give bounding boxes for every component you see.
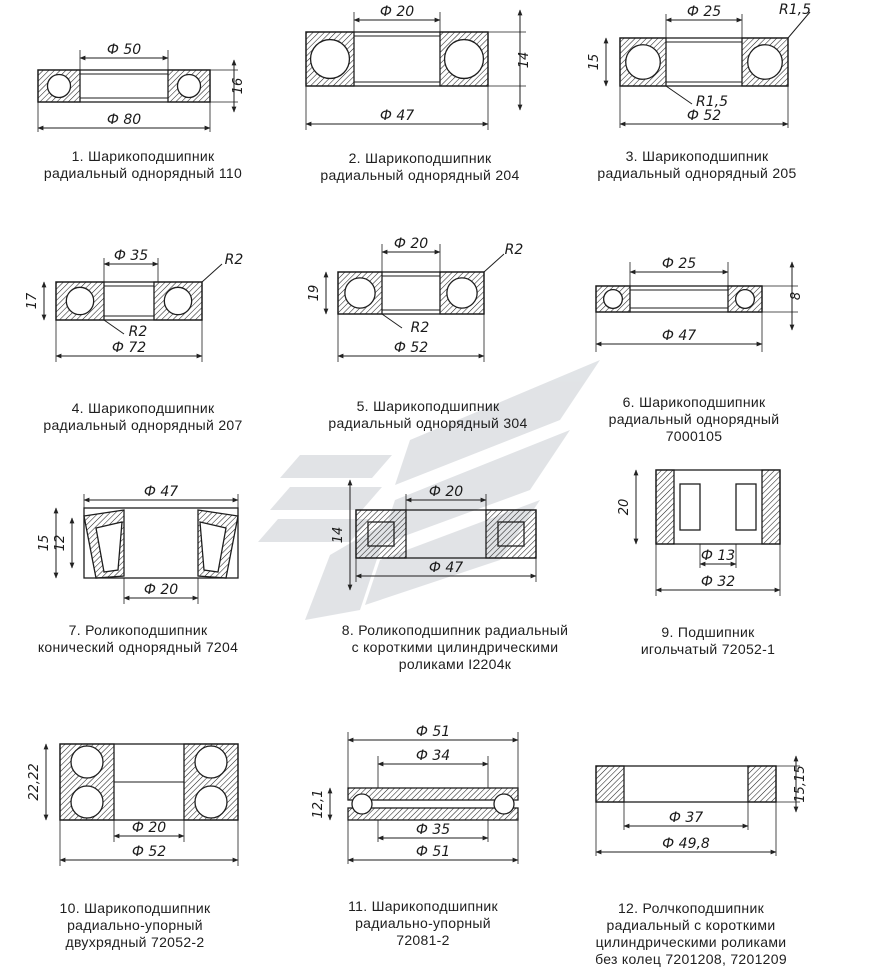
dimension-label: 15: [37, 535, 52, 552]
bearing-10-drawing: Ф 20 Ф 52 22,22: [27, 743, 239, 866]
dimension-label: R2: [505, 242, 524, 258]
caption-11: 11. Шарикоподшипник радиально-упорный 72…: [348, 898, 498, 948]
caption-7: 7. Роликоподшипник конический однорядный…: [37, 622, 239, 655]
dimension-label: Ф 52: [132, 844, 166, 860]
dimension-label: Ф 25: [687, 4, 721, 20]
dimension-label: R1,5: [696, 94, 728, 110]
dimension-label: R2: [411, 320, 430, 336]
dimension-label: Ф 13: [701, 548, 735, 564]
dimension-label: Ф 32: [701, 574, 735, 590]
dimension-label: R2: [225, 252, 244, 268]
dimension-label: 16: [231, 78, 246, 95]
caption-6: 6. Шарикоподшипник радиальный однорядный…: [608, 394, 780, 444]
bearing-11-drawing: Ф 51 Ф 34 Ф 35 Ф 51 12,1: [311, 724, 519, 864]
bearing-1-drawing: Ф 50 Ф 80 16: [37, 42, 246, 132]
dimension-label: Ф 35: [416, 822, 450, 838]
dimension-label: Ф 47: [380, 108, 414, 124]
dimension-label: 15: [587, 54, 602, 71]
bearing-12-drawing: Ф 37 Ф 49,8 15,15: [595, 755, 808, 856]
caption-1: 1. Шарикоподшипник радиальный однорядный…: [43, 148, 243, 181]
caption-3: 3. Шарикоподшипник радиальный однорядный…: [597, 148, 797, 181]
dimension-label: Ф 20: [132, 820, 166, 836]
dimension-label: 12: [53, 535, 68, 552]
dimension-label: 8: [789, 292, 804, 300]
dimension-label: Ф 47: [662, 328, 696, 344]
dimension-label: Ф 35: [114, 248, 148, 264]
caption-8: 8. Роликоподшипник радиальный с коротким…: [341, 622, 569, 672]
caption-4: 4. Шарикоподшипник радиальный однорядный…: [43, 400, 243, 433]
dimension-label: Ф 51: [416, 724, 450, 740]
bearing-9-drawing: Ф 13 Ф 32 20: [617, 469, 781, 596]
caption-9: 9. Подшипник игольчатый 72052-1: [640, 624, 776, 657]
dimension-label: Ф 47: [144, 484, 178, 500]
dimension-label: Ф 51: [416, 844, 450, 860]
dimension-label: R1,5: [779, 2, 811, 18]
dimension-label: Ф 20: [380, 4, 414, 20]
dimension-label: Ф 52: [687, 108, 721, 124]
caption-5: 5. Шарикоподшипник радиальный однорядный…: [328, 398, 528, 431]
bearing-8-drawing: Ф 20 Ф 47 14: [331, 479, 537, 591]
dimension-label: R2: [129, 324, 148, 340]
caption-2: 2. Шарикоподшипник радиальный однорядный…: [320, 150, 520, 183]
dimension-label: 15,15: [793, 765, 808, 802]
bearing-6-drawing: Ф 25 Ф 47 8: [595, 256, 804, 352]
dimension-label: 14: [331, 527, 346, 544]
dimension-label: Ф 72: [112, 340, 146, 356]
dimension-label: Ф 20: [394, 236, 428, 252]
dimension-label: Ф 37: [669, 810, 703, 826]
dimension-label: Ф 25: [662, 256, 696, 272]
dimension-label: 20: [617, 499, 632, 516]
dimension-label: 17: [25, 292, 40, 309]
bearing-2-drawing: Ф 20 Ф 47 14: [305, 4, 532, 130]
dimension-label: 14: [517, 52, 532, 69]
dimension-label: Ф 52: [394, 340, 428, 356]
dimension-label: 12,1: [311, 790, 326, 819]
dimension-label: Ф 20: [144, 582, 178, 598]
dimension-label: 19: [307, 285, 322, 302]
dimension-label: Ф 50: [107, 42, 141, 58]
dimension-label: Ф 80: [107, 112, 141, 128]
dimension-label: Ф 34: [416, 748, 450, 764]
caption-12: 12. Ролчкоподшипник радиальный с коротки…: [595, 900, 787, 967]
dimension-label: Ф 20: [429, 484, 463, 500]
caption-10: 10. Шарикоподшипник радиально-упорный дв…: [59, 900, 211, 950]
dimension-label: Ф 47: [429, 560, 463, 576]
dimension-label: 22,22: [27, 763, 42, 800]
dimension-label: Ф 49,8: [662, 836, 710, 852]
